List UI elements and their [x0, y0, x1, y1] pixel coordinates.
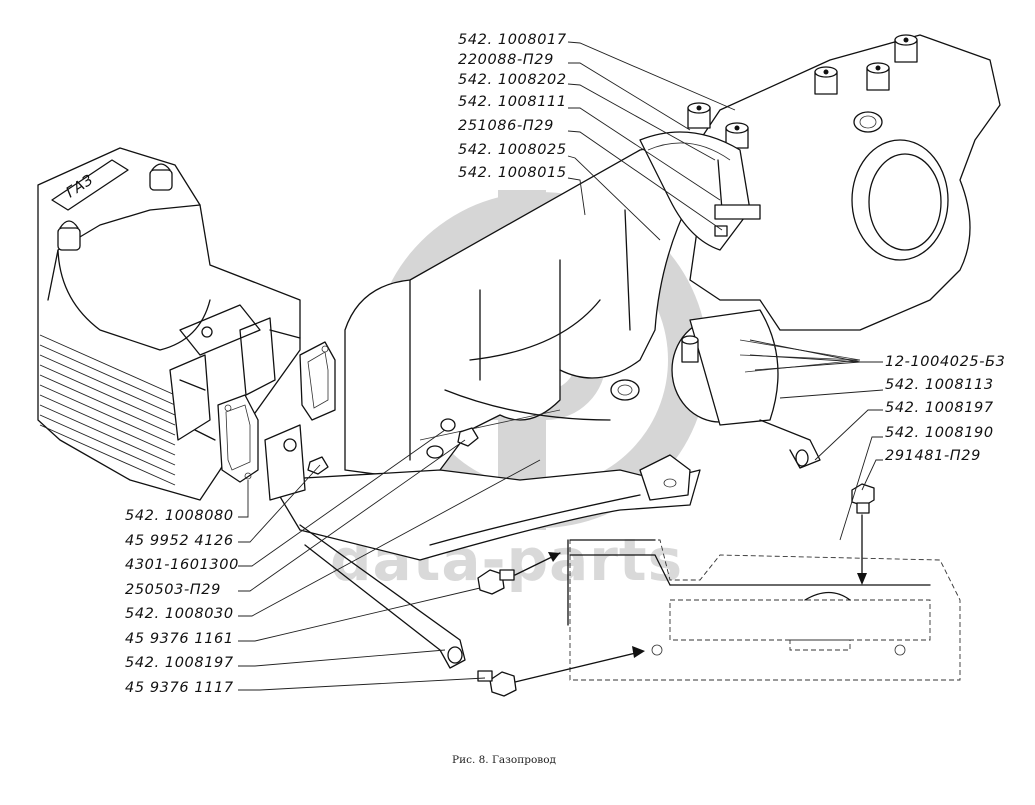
- part-label: 220088-П29: [458, 52, 554, 68]
- bolt: [477, 670, 517, 697]
- labels-top: 542. 1008017 220088-П29 542. 1008202 542…: [458, 32, 567, 181]
- cylinder-head: ГАЗ: [37, 147, 301, 501]
- boss: [866, 62, 890, 91]
- gasket: [299, 341, 336, 421]
- gasket: [217, 394, 259, 483]
- part-label: 542. 1008113: [885, 377, 994, 393]
- part-label: 542. 1008190: [885, 425, 994, 441]
- cooling-fins: [39, 334, 176, 486]
- upper-manifold: [639, 34, 1001, 469]
- leaders-top: [567, 41, 736, 241]
- part-label: 12-1004025-Б3: [885, 354, 1005, 370]
- exhaust-manifold: [264, 139, 701, 561]
- part-label: 542. 1008025: [458, 142, 567, 158]
- part-label: 542. 1008197: [125, 655, 234, 671]
- boss: [894, 34, 918, 63]
- part-label: 4301-1601300: [125, 557, 239, 573]
- leaders-left: [238, 429, 541, 691]
- part-label: 251086-П29: [458, 118, 554, 134]
- part-label: 250503-П29: [125, 582, 221, 598]
- labels-right: 12-1004025-Б3 542. 1008113 542. 1008197 …: [885, 354, 1005, 464]
- support-bracket: [299, 524, 466, 669]
- installed-view: [514, 514, 961, 683]
- part-label: 542. 1008030: [125, 606, 234, 622]
- gaz-logo-plate: [51, 159, 129, 211]
- part-label: 542. 1008202: [458, 72, 567, 88]
- part-label: 542. 1008197: [885, 400, 994, 416]
- part-label: 542. 1008015: [458, 165, 567, 181]
- boss: [814, 66, 838, 95]
- cap-nut: [149, 163, 173, 191]
- part-label: 542. 1008080: [125, 508, 234, 524]
- figure-caption: Рис. 8. Газопровод: [452, 754, 557, 766]
- part-label: 45 9376 1117: [125, 680, 234, 696]
- cap-nut: [57, 220, 81, 251]
- leaders-right: [749, 339, 884, 541]
- bolt: [477, 569, 515, 595]
- part-label: 542. 1008111: [458, 94, 567, 110]
- clamp: [639, 131, 751, 251]
- part-label: 45 9376 1161: [125, 631, 234, 647]
- part-label: 291481-П29: [885, 448, 981, 464]
- labels-left: 542. 1008080 45 9952 4126 4301-1601300 2…: [125, 508, 239, 696]
- part-label: 45 9952 4126: [125, 533, 234, 549]
- boss: [687, 102, 711, 129]
- part-label: 542. 1008017: [458, 32, 567, 48]
